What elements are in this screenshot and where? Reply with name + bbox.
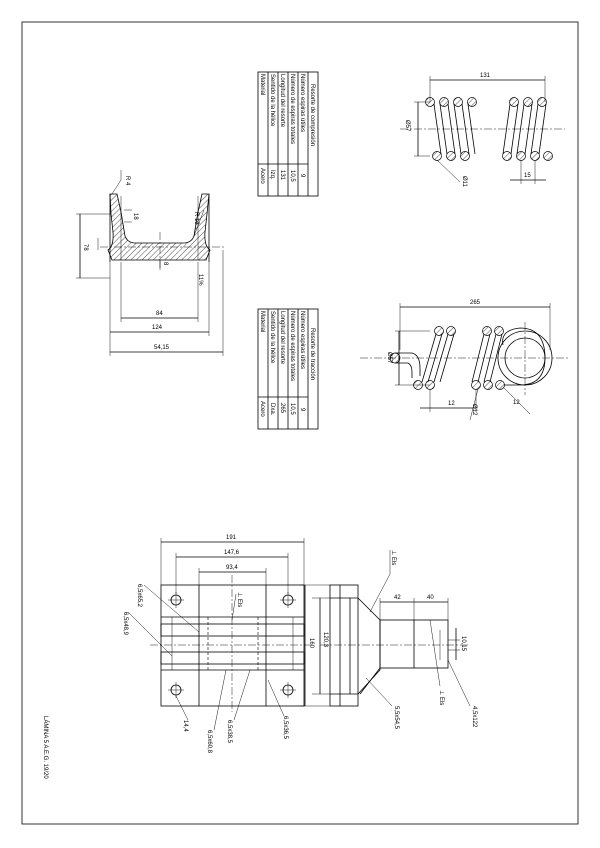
dim-78: 78 <box>82 244 88 251</box>
bracket-front-view: 191 147,6 93,4 6,5x65,2 6,5x48,9 14,4 6,… <box>122 535 310 754</box>
dim-124: 124 <box>152 325 163 331</box>
dim-191: 191 <box>226 535 237 541</box>
dim-40: 40 <box>427 595 434 601</box>
weld-callout-5: 6,5x38,5 <box>226 720 232 744</box>
r4-leader <box>111 179 122 195</box>
weld-callout-6: 6,5x36,5 <box>282 716 288 740</box>
traction-row-label: Sentido de la hélice <box>269 311 275 364</box>
traction-table: Resorte de tracción Número espiras útile… <box>257 308 319 430</box>
dim-147-6: 147,6 <box>224 550 240 556</box>
beam-section: R 4 R 13 18 8 78 11% 84 124 54,15 <box>76 170 225 356</box>
compression-row-label: Sentido de la hélice <box>269 74 275 127</box>
compression-row-value: 10,5 <box>289 170 295 182</box>
dim-93-4: 93,4 <box>226 565 238 571</box>
dim-pitch-15: 15 <box>524 173 531 179</box>
traction-table-title: Resorte de tracción <box>309 328 315 380</box>
dim-160: 160 <box>308 638 314 649</box>
compression-spring: 131 Ø57 Ø11 <box>400 73 565 188</box>
dim-diameter-57: Ø57 <box>404 120 410 132</box>
dim-r13: R 13 <box>193 212 199 225</box>
r13-leader <box>193 209 205 237</box>
els-label-2: ⊥ Els <box>390 550 397 565</box>
dim-diameter-57: Ø57 <box>386 352 392 364</box>
weld-callout-4: 6,5x60,8 <box>206 730 212 754</box>
dim-120-3: 120,3 <box>322 632 328 648</box>
dim-8: 8 <box>162 262 168 266</box>
traction-row-value: Dxa. <box>269 403 275 416</box>
traction-row-value: 10,5 <box>289 403 295 415</box>
compression-row-label: Material <box>259 74 265 95</box>
weld-callout-7: 5,5x54,5 <box>393 706 399 730</box>
weld-callout-8: 4,5x122 <box>471 706 477 728</box>
dim-slope: 11% <box>197 274 203 286</box>
dim-84: 84 <box>156 311 163 317</box>
traction-row-label: Material <box>259 311 265 332</box>
dim-wire-12: Ø12 <box>471 404 477 416</box>
dim-265: 265 <box>470 300 481 306</box>
compression-row-label: Longitud del resorte <box>279 74 285 128</box>
compression-row-value: Acero <box>259 168 265 184</box>
els-label-1: ⊥ Els <box>236 592 243 607</box>
dim-wire-11: Ø11 <box>461 176 467 188</box>
dim-42: 42 <box>394 595 401 601</box>
weld-callout-2: 6,5x48,9 <box>122 612 128 636</box>
weld-callout-1: 6,5x65,2 <box>136 584 142 608</box>
traction-row-label: Número espiras útiles <box>299 311 305 369</box>
compression-table-title: Resorte de compresión <box>309 84 315 146</box>
traction-row-value: 265 <box>279 403 285 414</box>
compression-row-label: Número espiras útiles <box>299 74 305 132</box>
bracket-side-view: 120,3 160 42 40 10,15 ⊥ Els ⊥ Els 5,5x54… <box>300 550 477 730</box>
traction-row-label: Número de espiras totales <box>289 311 295 381</box>
dim-pitch-12: 12 <box>448 401 455 407</box>
dim-54-15: 54,15 <box>154 345 170 351</box>
compression-row-value: Izq. <box>269 170 275 180</box>
dim-gap-12: 12 <box>513 400 520 406</box>
dim-131: 131 <box>480 73 491 79</box>
dim-10-15: 10,15 <box>460 636 466 652</box>
compression-row-value: 9 <box>299 174 305 178</box>
traction-row-label: Longitud del resorte <box>279 311 285 365</box>
traction-row-value: 9 <box>299 408 305 412</box>
sheet-footer-label: LÁMINA 5 A.E.G. 19/20 <box>42 716 49 779</box>
weld-callout-3: 14,4 <box>182 720 188 732</box>
sheet-border <box>21 21 579 825</box>
compression-table: Resorte de compresión Número espiras úti… <box>257 71 319 197</box>
els-label-3: ⊥ Els <box>438 690 445 705</box>
compression-row-label: Número de espiras totales <box>289 74 295 144</box>
dim-r4: R 4 <box>124 176 130 186</box>
beam-section-hatch <box>107 193 211 261</box>
traction-row-value: Acero <box>259 401 265 417</box>
dim-18: 18 <box>132 213 138 220</box>
compression-row-value: 131 <box>279 170 285 181</box>
traction-spring: 265 Ø57 <box>360 300 570 421</box>
